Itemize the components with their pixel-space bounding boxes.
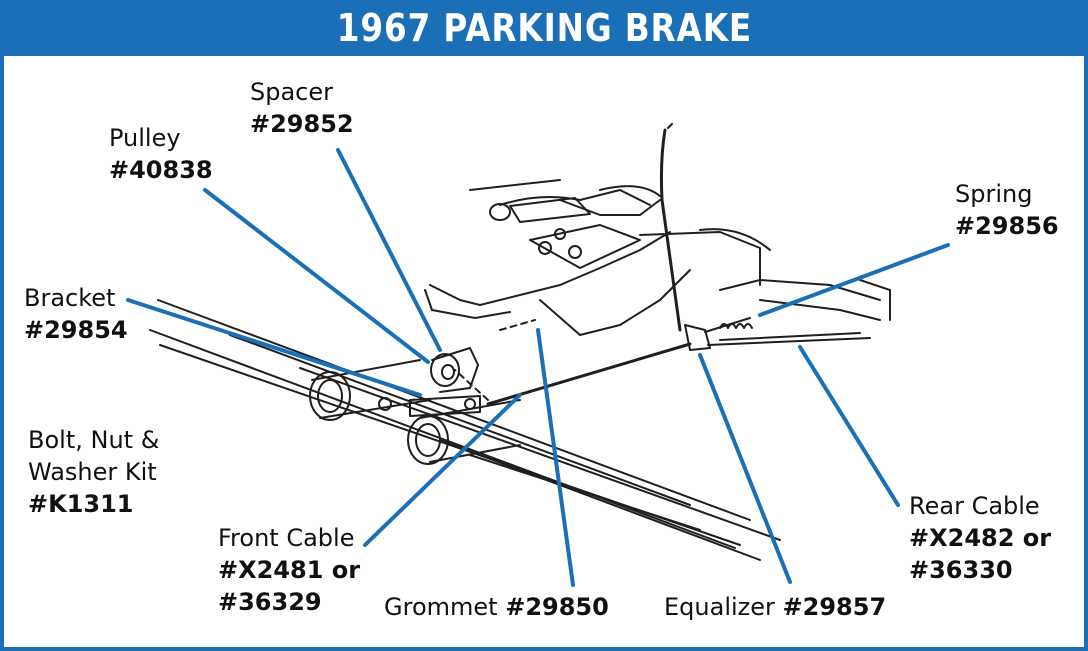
rear-cable-part-line2: #36330 bbox=[909, 556, 1013, 584]
bracket-leader bbox=[126, 298, 422, 397]
bracket-label: Bracket #29854 bbox=[24, 282, 128, 346]
spring-label: Spring #29856 bbox=[955, 178, 1059, 242]
upper-chassis bbox=[424, 179, 891, 336]
spring-leader bbox=[758, 243, 950, 317]
pulley-leader bbox=[203, 188, 430, 364]
rear-cable-name: Rear Cable bbox=[909, 492, 1040, 520]
front-cable-part-line1: #X2481 or bbox=[218, 556, 361, 584]
bolt-kit-name-line1: Bolt, Nut & bbox=[28, 426, 160, 454]
spacer-label: Spacer #29852 bbox=[250, 76, 354, 140]
front-cable-name: Front Cable bbox=[218, 524, 355, 552]
pulley-label: Pulley #40838 bbox=[109, 122, 213, 186]
pulley-name: Pulley bbox=[109, 124, 181, 152]
bolt-kit-part-number: #K1311 bbox=[28, 490, 134, 518]
frame-rails bbox=[149, 299, 781, 561]
spacer-name: Spacer bbox=[250, 78, 334, 106]
pulley-assembly bbox=[378, 347, 481, 417]
spring-name: Spring bbox=[955, 180, 1033, 208]
bolt-kit-name-line2: Washer Kit bbox=[28, 458, 157, 486]
bolt-kit-label: Bolt, Nut & Washer Kit #K1311 bbox=[28, 424, 159, 520]
equalizer-part-number: #29857 bbox=[782, 593, 887, 621]
page-title: 1967 PARKING BRAKE bbox=[336, 6, 752, 50]
crossmember-tubes bbox=[309, 359, 521, 465]
pulley-part-number: #40838 bbox=[109, 156, 213, 184]
spring-art bbox=[719, 323, 753, 329]
grommet-leader bbox=[536, 328, 575, 587]
front-cable-leader bbox=[363, 393, 522, 547]
rear-cable-label: Rear Cable #X2482 or #36330 bbox=[909, 490, 1051, 586]
title-bar: 1967 PARKING BRAKE bbox=[0, 0, 1088, 56]
brake-lever bbox=[659, 128, 682, 332]
spacer-part-number: #29852 bbox=[250, 110, 354, 138]
rear-cable-leader bbox=[798, 345, 900, 507]
front-cable-part-line2: #36329 bbox=[218, 588, 322, 616]
grommet-label: Grommet #29850 bbox=[384, 591, 609, 623]
grommet-part-number: #29850 bbox=[505, 593, 609, 621]
spring-part-number: #29856 bbox=[955, 212, 1059, 240]
front-cable-label: Front Cable #X2481 or #36329 bbox=[218, 522, 360, 618]
spacer-leader bbox=[336, 148, 442, 352]
bracket-name: Bracket bbox=[24, 284, 116, 312]
grommet-name: Grommet bbox=[384, 593, 498, 621]
bracket-part-number: #29854 bbox=[24, 316, 128, 344]
equalizer-leader bbox=[698, 353, 792, 584]
equalizer-name: Equalizer bbox=[664, 593, 775, 621]
equalizer-label: Equalizer #29857 bbox=[664, 591, 886, 623]
rear-cable-part-line1: #X2482 or bbox=[909, 524, 1052, 552]
equalizer-art bbox=[684, 317, 871, 351]
